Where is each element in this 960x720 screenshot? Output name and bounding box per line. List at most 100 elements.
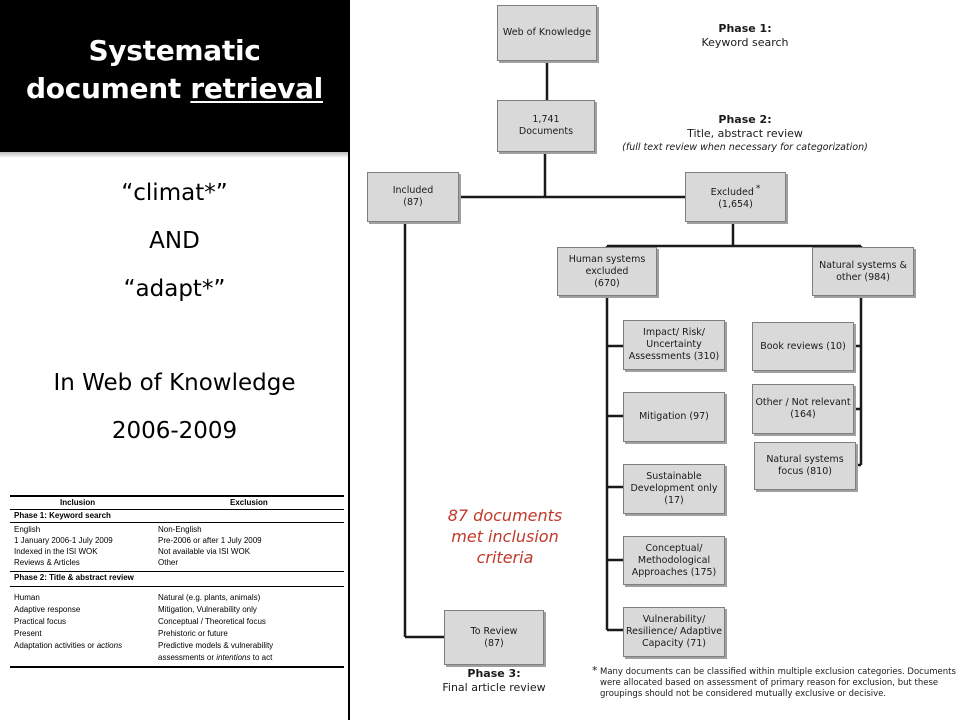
- table-phase2-label: Phase 2: Title & abstract review: [14, 573, 134, 582]
- node-label: Other / Not relevant: [755, 397, 851, 408]
- query-term-adapt: “adapt*”: [123, 276, 226, 302]
- node-label: (1,654): [718, 199, 753, 211]
- node-label: (164): [790, 409, 816, 420]
- table-cell: Other: [158, 558, 179, 567]
- node-label: Natural systems: [766, 454, 844, 465]
- node-mitigation: Mitigation (97): [623, 392, 725, 442]
- callout-line3: criteria: [476, 548, 534, 567]
- table-cell: Adaptation activities or actions: [14, 641, 123, 650]
- flow-connectors: [403, 61, 863, 639]
- table-header-inclusion: Inclusion: [60, 498, 96, 507]
- node-label: (17): [664, 495, 684, 506]
- node-label: To Review: [470, 625, 518, 637]
- table-cell: Adaptive response: [14, 605, 81, 614]
- table-cell: Practical focus: [14, 617, 67, 626]
- node-vulnerability-resilience: Vulnerability/ Resilience/ Adaptive Capa…: [623, 607, 725, 657]
- inclusion-callout: 87 documents met inclusion criteria: [430, 505, 580, 568]
- table-rule-phase2: [10, 586, 344, 587]
- query-term-climate: “climat*”: [121, 180, 228, 206]
- node-label: Impact/ Risk/: [643, 327, 705, 338]
- footnote-line2: were allocated based on assessment of pr…: [600, 678, 939, 688]
- node-label: Assessments (310): [628, 351, 720, 362]
- title-shadow: [0, 152, 349, 158]
- node-label: focus (810): [778, 466, 832, 477]
- table-cell: Human: [14, 593, 40, 602]
- node-included: Included (87): [367, 172, 459, 222]
- table-cell: Indexed in the ISI WOK: [14, 547, 98, 556]
- callout-line2: met inclusion: [451, 527, 559, 546]
- table-cell: Present: [14, 629, 42, 638]
- node-label: (87): [403, 197, 423, 208]
- node-impact-risk: Impact/ Risk/ Uncertainty Assessments (3…: [623, 320, 725, 370]
- node-label: Conceptual/: [645, 542, 703, 554]
- node-label: Sustainable: [646, 471, 702, 482]
- slide-title-line1: Systematic: [88, 34, 261, 67]
- phase1-title: Phase 1:: [718, 22, 772, 35]
- node-natural-systems-focus: Natural systems focus (810): [754, 442, 856, 490]
- table-cell: Conceptual / Theoretical focus: [158, 617, 266, 626]
- node-label: Uncertainty: [646, 339, 702, 350]
- table-cell: Pre-2006 or after 1 July 2009: [158, 536, 262, 545]
- table-cell: Prehistoric or future: [158, 629, 228, 638]
- asterisk-mark: *: [755, 183, 761, 194]
- footnote-line1: Many documents can be classified within …: [600, 667, 956, 677]
- node-label: (670): [594, 277, 620, 289]
- query-operator: AND: [149, 228, 200, 254]
- phase3-label: Phase 3: Final article review: [432, 667, 556, 695]
- node-label: excluded: [585, 265, 629, 277]
- node-label: Development only: [630, 483, 718, 494]
- node-excluded: Excluded* (1,654): [685, 172, 786, 222]
- phase2-subtitle: Title, abstract review: [687, 127, 803, 140]
- slide-title-underlined: retrieval: [190, 72, 323, 105]
- node-label: Documents: [518, 126, 574, 137]
- table-cell: assessments or intentions to act: [158, 653, 273, 662]
- footnote: * Many documents can be classified withi…: [592, 665, 958, 700]
- table-cell: Non-English: [158, 525, 202, 534]
- phase3-subtitle: Final article review: [442, 681, 546, 694]
- table-rule-header: [10, 509, 344, 510]
- node-label: Approaches (175): [631, 566, 717, 578]
- table-cell: 1 January 2006-1 July 2009: [14, 536, 113, 545]
- node-natural-systems-other: Natural systems & other (984): [812, 247, 914, 296]
- node-sustainable-development: Sustainable Development only (17): [623, 464, 725, 514]
- table-rule-phase1: [10, 522, 344, 523]
- footnote-line3: groupings should not be considered mutua…: [600, 689, 887, 699]
- phase2-label: Phase 2: Title, abstract review (full te…: [610, 113, 880, 155]
- callout-line1: 87 documents: [447, 506, 563, 525]
- node-conceptual-methodological: Conceptual/ Methodological Approaches (1…: [623, 536, 725, 585]
- node-book-reviews: Book reviews (10): [752, 322, 854, 371]
- node-label: 1,741: [532, 114, 560, 125]
- node-human-systems-excluded: Human systems excluded (670): [557, 247, 657, 296]
- panel-divider: [348, 0, 350, 720]
- node-label: Vulnerability/: [642, 614, 706, 625]
- phase1-subtitle: Keyword search: [701, 36, 789, 49]
- flow-diagram: Web of Knowledge 1,741 Documents Include…: [350, 0, 960, 720]
- node-label: Capacity (71): [641, 638, 707, 649]
- phase3-title: Phase 3:: [467, 667, 521, 680]
- slide-title-prefix: document: [26, 72, 191, 105]
- node-to-review: To Review (87): [444, 610, 544, 665]
- query-years: 2006-2009: [111, 418, 238, 444]
- title-panel: Systematic document retrieval: [0, 0, 349, 152]
- footnote-star: *: [592, 664, 598, 677]
- node-label: Resilience/ Adaptive: [625, 626, 723, 637]
- node-label: Human systems: [568, 253, 646, 265]
- node-label: Web of Knowledge: [502, 27, 592, 38]
- table-rule-top: [10, 495, 344, 497]
- node-label: Methodological: [637, 554, 711, 566]
- table-rule-bottom: [10, 666, 344, 668]
- table-rule-phase2-top: [10, 571, 344, 572]
- phase2-note: (full text review when necessary for cat…: [622, 142, 868, 153]
- node-documents: 1,741 Documents: [497, 100, 595, 152]
- node-label: Natural systems &: [819, 259, 907, 271]
- node-label: Mitigation (97): [639, 411, 709, 422]
- node-label: other (984): [836, 271, 890, 283]
- table-cell: Predictive models & vulnerability: [158, 641, 274, 650]
- node-other-not-relevant: Other / Not relevant (164): [752, 384, 854, 434]
- node-web-of-knowledge: Web of Knowledge: [497, 5, 597, 61]
- table-cell: Reviews & Articles: [14, 558, 80, 567]
- phase2-title: Phase 2:: [718, 113, 772, 126]
- node-label: Included: [392, 185, 434, 196]
- query-source: In Web of Knowledge: [53, 370, 296, 396]
- node-label: Excluded*: [686, 183, 785, 199]
